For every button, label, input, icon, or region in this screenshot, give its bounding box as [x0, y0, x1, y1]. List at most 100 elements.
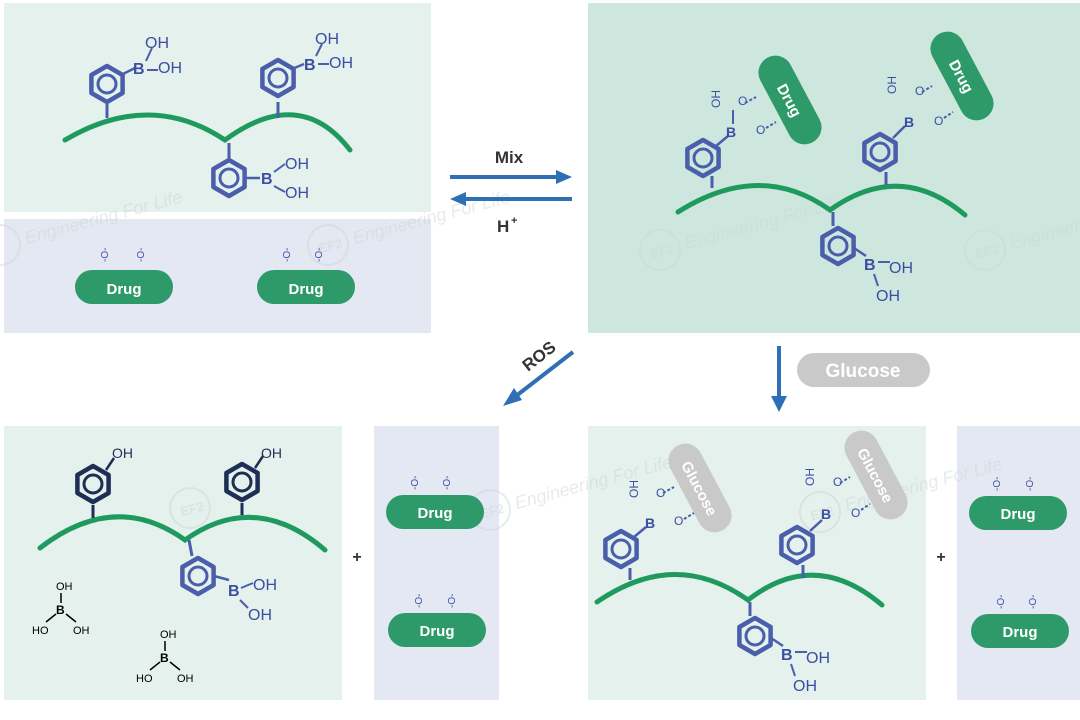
boron-label: B	[160, 651, 169, 665]
ros-arrow-group: ROS	[503, 337, 575, 406]
benzene-ring-icon	[605, 531, 636, 567]
ho-label: HO	[136, 673, 153, 685]
free-drug-1: Drug -O- -O-	[75, 248, 173, 304]
oh-label: OH	[803, 468, 817, 486]
oh-label: OH	[329, 55, 353, 72]
watermark-text: Engineering For Life	[513, 452, 675, 513]
watermark-logo: EF2	[479, 501, 506, 522]
boron-label: B	[261, 171, 273, 188]
hydroxyl-label: -O-	[442, 476, 453, 490]
ros-product-group: OH OH B OH OH OH B HO OH OH B HO OH	[32, 445, 328, 685]
watermark-5: EF2	[169, 487, 211, 529]
boron-label: B	[726, 124, 736, 140]
glucose-badge-label: Glucose	[826, 361, 901, 382]
hydroxyl-label: -O-	[410, 476, 421, 490]
oh-label: OH	[253, 577, 277, 594]
o-label: O	[656, 486, 665, 500]
glucose-arrow-group: Glucose	[771, 346, 930, 412]
oh-label: OH	[315, 31, 339, 48]
arrow-right-icon	[556, 170, 572, 184]
watermark-logo: EF2	[317, 236, 344, 257]
watermark-2: EF2 Engineering For Life	[307, 187, 513, 266]
drug-pill	[930, 31, 994, 121]
oh-label: OH	[627, 480, 641, 498]
hydroxyl-label: -O-	[996, 595, 1007, 609]
watermark-text: Engineering For Life	[1008, 192, 1080, 253]
oh-label: OH	[145, 35, 169, 52]
polymer-chain	[594, 572, 885, 608]
benzene-ring-icon	[182, 558, 213, 594]
oh-label: OH	[158, 60, 182, 77]
watermark-logo: EF2	[809, 503, 836, 524]
drug-label: Drug	[418, 505, 453, 522]
o-label: O	[738, 94, 747, 108]
arrow-down-left-icon	[503, 388, 522, 406]
drug-label: Drug	[289, 281, 324, 298]
drug-pill	[758, 55, 822, 145]
benzene-ring-icon	[91, 66, 122, 102]
glucose-complex-group: B OH O O Glucose B OH O O Glucose B OH O…	[594, 430, 908, 695]
benzene-ring-icon	[822, 228, 853, 264]
oh-label: OH	[806, 650, 830, 667]
panel-polymer-drug-complex	[588, 3, 1080, 333]
watermark-text: Engineering For Life	[351, 187, 513, 248]
oh-label: OH	[248, 607, 272, 624]
benzene-ring-icon	[262, 60, 293, 96]
oh-label: OH	[793, 678, 817, 695]
drug-label: Drug	[1001, 506, 1036, 523]
o-label: O	[756, 123, 765, 137]
o-label: O	[915, 84, 924, 98]
hydroxyl-label: -O-	[414, 594, 425, 608]
polymer-free-group: B OH OH B OH OH B OH OH	[62, 31, 353, 202]
benzene-ring-icon	[226, 464, 257, 500]
panel-glucose-released-drug	[957, 426, 1080, 700]
glucose-released-drug-2: Drug -O- -O-	[971, 595, 1069, 648]
polymer-chain	[37, 514, 328, 553]
watermark-4: EF2 Engineering For Life	[964, 192, 1080, 271]
benzene-ring-icon	[739, 618, 770, 654]
o-label: O	[833, 475, 842, 489]
equilibrium-arrows: Mix H +	[450, 148, 572, 236]
boron-label: B	[304, 57, 316, 74]
drug-pill	[971, 614, 1069, 648]
h-plus-label: H	[497, 217, 509, 236]
ros-released-drug-1: Drug -O- -O-	[386, 476, 484, 529]
arrow-left-icon	[450, 192, 466, 206]
hydroxyl-label: -O-	[992, 477, 1003, 491]
boron-label: B	[821, 506, 831, 522]
o-label: O	[934, 114, 943, 128]
oh-label: OH	[112, 445, 133, 461]
benzene-ring-icon	[213, 160, 244, 196]
watermark-1: Engineering For Life	[0, 187, 184, 266]
hydroxyl-label: -O-	[447, 594, 458, 608]
boron-label: B	[864, 257, 876, 274]
benzene-ring-icon	[781, 527, 812, 563]
oh-label: OH	[160, 629, 177, 641]
boron-label: B	[645, 515, 655, 531]
drug-pill	[386, 495, 484, 529]
oh-label: OH	[709, 90, 723, 108]
boron-label: B	[56, 603, 65, 617]
watermark-3: EF2 Engineering For Life	[639, 192, 844, 271]
oh-label: OH	[285, 156, 309, 173]
watermark-logo: EF2	[649, 241, 676, 262]
arrow-down-icon	[771, 396, 787, 412]
oh-label: OH	[889, 260, 913, 277]
oh-label: OH	[73, 625, 90, 637]
hydroxyl-label: -O-	[1025, 477, 1036, 491]
mix-label: Mix	[495, 148, 524, 167]
oh-label: OH	[177, 673, 194, 685]
boron-label: B	[781, 647, 793, 664]
polymer-chain	[62, 112, 353, 153]
boron-label: B	[904, 114, 914, 130]
glucose-released-drug-1: Drug -O- -O-	[969, 477, 1067, 530]
ho-label: HO	[32, 625, 49, 637]
hydroxyl-label: -O-	[100, 248, 111, 262]
oh-label: OH	[261, 445, 282, 461]
drug-pill	[75, 270, 173, 304]
benzene-ring-icon	[687, 140, 718, 176]
benzene-ring-icon	[77, 466, 108, 502]
o-label: O	[851, 506, 860, 520]
panel-ros-released-drug	[374, 426, 499, 700]
